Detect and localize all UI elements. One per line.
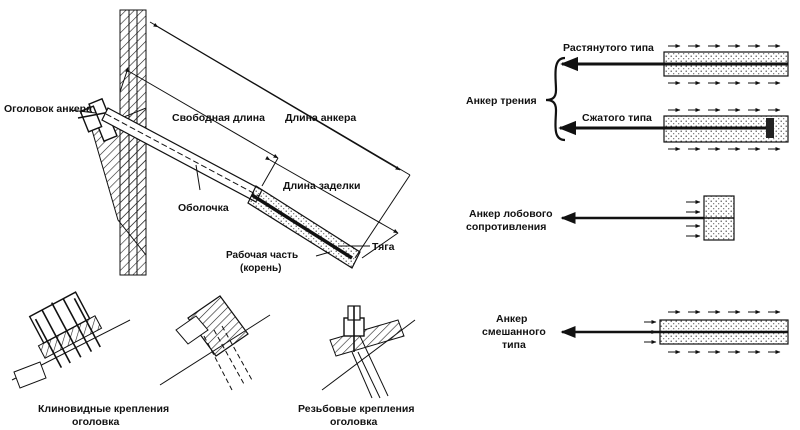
frontal-resistance-anchor — [560, 195, 735, 241]
head-leader — [69, 109, 97, 114]
mixed-anchor-label-line3: типа — [502, 339, 526, 351]
tension-type-anchor — [560, 44, 789, 85]
anchor-section-drawing: Оголовок анкера Свободная длина Длина ан… — [4, 9, 411, 276]
wedge-fixings-label-line2: оголовка — [72, 416, 119, 428]
working-part-leader — [315, 251, 331, 257]
anchor-length-label: Длина анкера — [285, 112, 356, 124]
rod-label: Тяга — [372, 241, 395, 253]
embed-length-dimension — [265, 156, 399, 259]
frontal-anchor-label-line2: сопротивления — [466, 221, 546, 233]
working-part-label-line1: Рабочая часть — [226, 249, 298, 261]
compression-type-label: Сжатого типа — [582, 112, 652, 124]
sheath-label: Оболочка — [178, 202, 229, 214]
embed-length-label: Длина заделки — [283, 180, 361, 192]
compression-type-anchor — [558, 108, 789, 151]
free-length-label: Свободная длина — [172, 112, 265, 124]
threaded-fixings-label-line2: оголовка — [330, 416, 377, 428]
wedge-fixing-drawing-2 — [159, 295, 271, 391]
frontal-anchor-label-line1: Анкер лобового — [469, 208, 553, 220]
friction-brace — [545, 56, 566, 142]
threaded-fixings-label-line1: Резьбовые крепления — [298, 403, 414, 415]
mixed-anchor-label-line2: смешанного — [482, 326, 546, 338]
mixed-type-anchor — [560, 310, 789, 354]
mixed-anchor-label-line1: Анкер — [496, 313, 527, 325]
threaded-fixing-drawing — [321, 305, 416, 399]
head-label: Оголовок анкера — [4, 103, 92, 115]
frontal-arrows — [686, 200, 701, 238]
wedge-fixings-label-line1: Клиновидные крепления — [38, 403, 169, 415]
working-part-label-line2: (корень) — [240, 263, 282, 274]
mixed-end-arrows — [644, 320, 657, 344]
wedge-fixing-drawing-1 — [11, 291, 131, 389]
friction-anchor-label: Анкер трения — [466, 95, 537, 107]
tension-type-label: Растянутого типа — [563, 42, 654, 54]
sheath-leader — [195, 164, 201, 191]
